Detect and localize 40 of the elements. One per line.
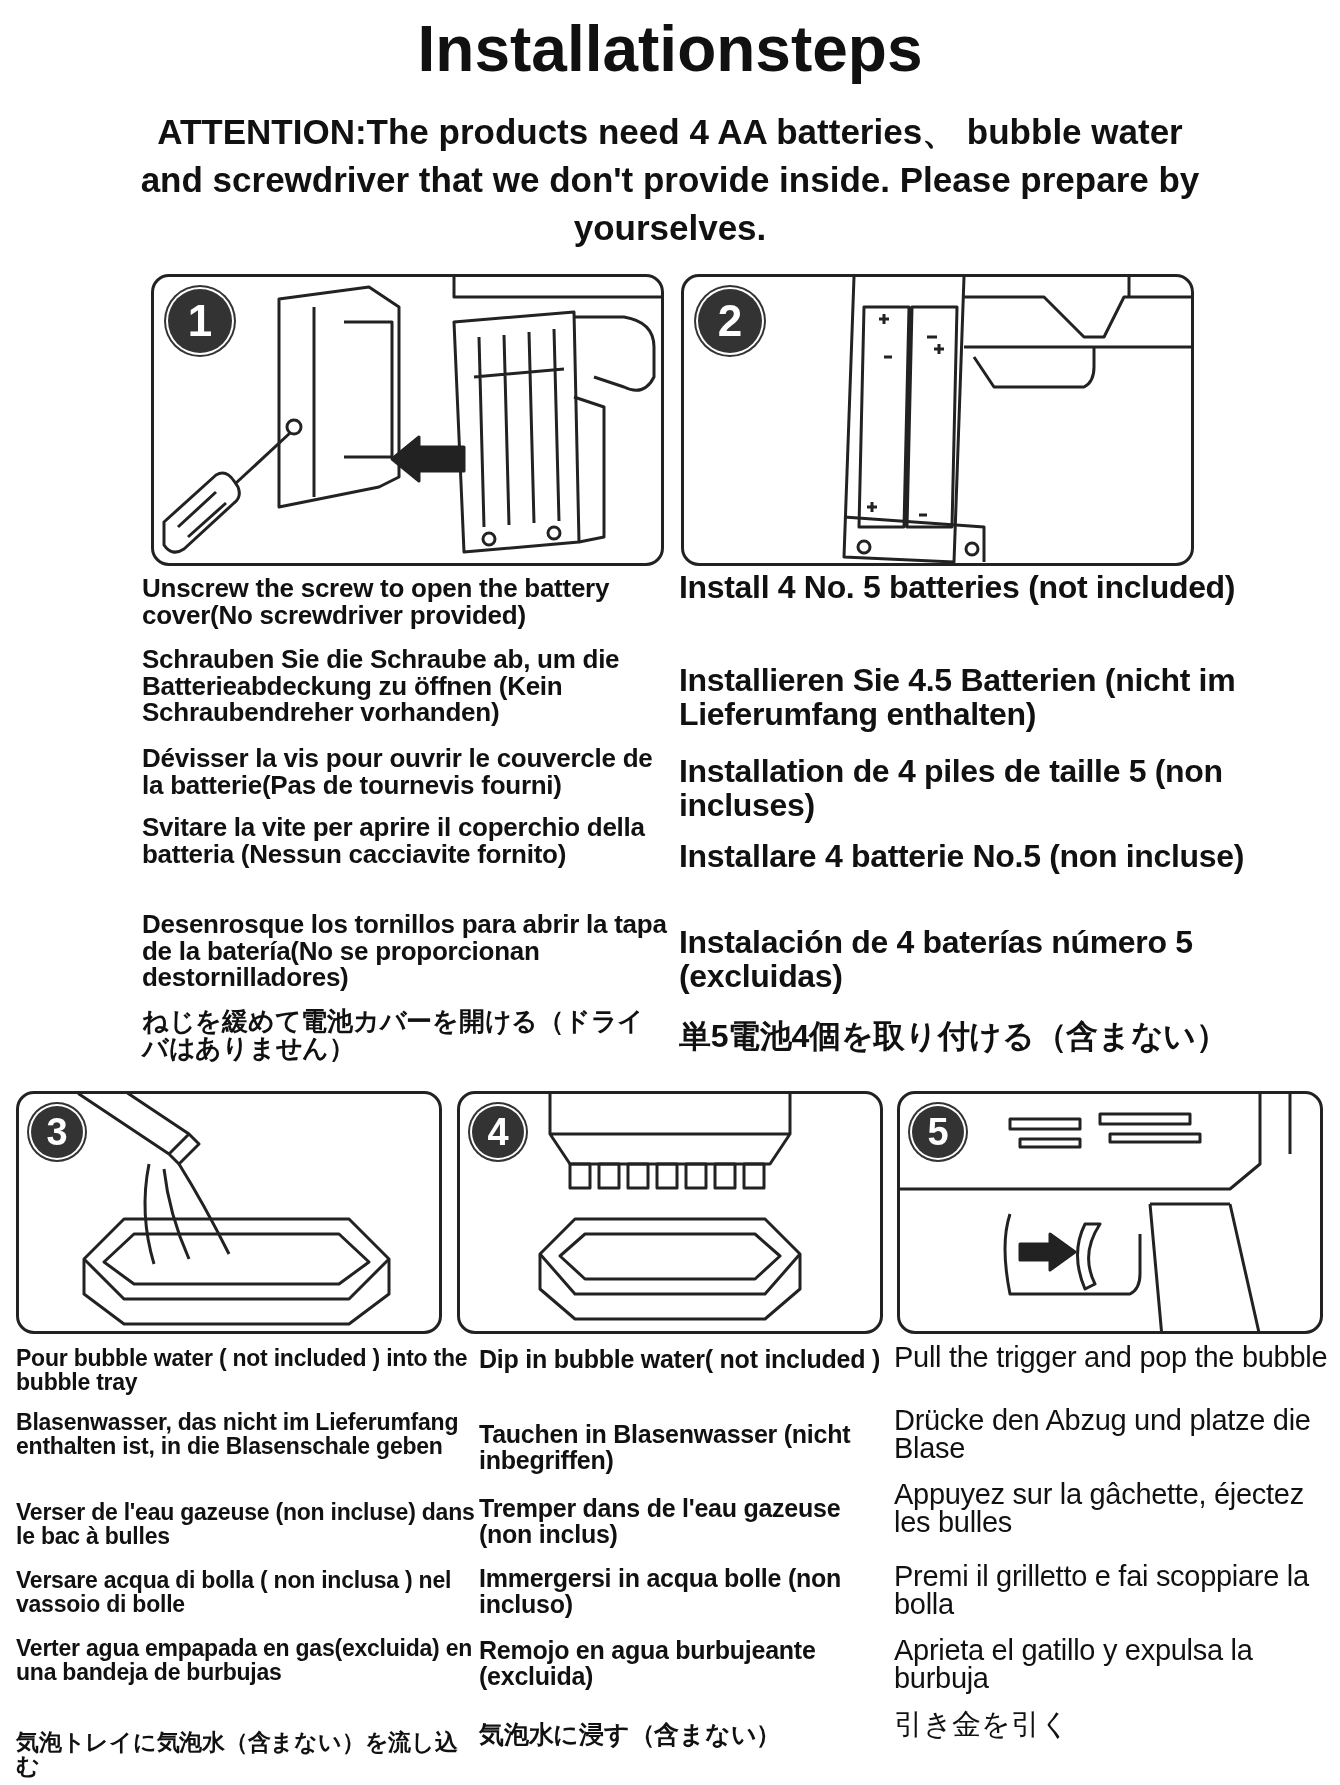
instruction-text: Drücke den Abzug und platze die Blase: [894, 1406, 1312, 1463]
instruction-text: Instalación de 4 baterías número 5 (excluidas): [679, 926, 1194, 994]
instruction-text: Blasenwasser, das nicht im Lieferumfang enthalten ist, in die Blasenschale geben: [16, 1410, 460, 1459]
instruction-text: Svitare la vite per aprire il coperchio della batteria (Nessun cacciavite fornito): [142, 814, 646, 868]
instruction-text: Remojo en agua burbujeante (excluida): [479, 1637, 817, 1690]
instruction-text: Dévisser la vis pour ouvrir le couvercle de la batterie(Pas de tournevis fourni): [142, 745, 654, 799]
instruction-text: Tremper dans de l'eau gazeuse (non inclus): [479, 1495, 842, 1548]
instruction-text: Dip in bubble water( not included ): [479, 1346, 881, 1373]
instruction-text: ねじを緩めて電池カバーを開ける（ドライバはありません）: [142, 1008, 646, 1062]
step-number-badge: 1: [168, 289, 232, 353]
illustration-panel: [681, 274, 1194, 566]
step-number-badge: 2: [698, 289, 762, 353]
instruction-text: 単5電池4個を取り付ける（含まない）: [679, 1020, 1229, 1054]
instruction-text: 気泡水に浸す（含まない）: [479, 1721, 782, 1748]
instruction-text: Verter agua empapada en gas(excluida) en una bandeja de burbujas: [16, 1636, 474, 1685]
step-number-badge: 4: [472, 1106, 524, 1158]
instruction-text: Unscrew the screw to open the battery cover(No screwdriver provided): [142, 575, 611, 629]
instruction-text: Premi il grilletto e fai scoppiare la bolla: [894, 1562, 1310, 1619]
instruction-text: Versare acqua di bolla ( non inclusa ) nel vassoio di bolle: [16, 1568, 453, 1617]
instruction-text: Install 4 No. 5 batteries (not included): [679, 571, 1237, 605]
instruction-text: 気泡トレイに気泡水（含まない）を流し込む: [16, 1730, 459, 1779]
instruction-text: Installieren Sie 4.5 Batterien (nicht im Lieferumfang enthalten): [679, 664, 1237, 732]
instruction-text: 引き金を引く: [894, 1710, 1071, 1739]
instruction-text: Verser de l'eau gazeuse (non incluse) dans le bac à bulles: [16, 1500, 476, 1549]
notice-text: ATTENTION:The products need 4 AA batteries、 bubble water and screwdriver that we don't provide inside. Please prepare by yourselves.: [139, 111, 1201, 249]
instruction-text: Appuyez sur la gâchette, éjectez les bulles: [894, 1480, 1305, 1537]
illustration-panel: [16, 1091, 442, 1334]
instruction-text: Tauchen in Blasenwasser (nicht inbegriffen): [479, 1421, 852, 1474]
instruction-text: Pull the trigger and pop the bubble: [894, 1343, 1329, 1372]
step-number-badge: 5: [912, 1106, 964, 1158]
step-number-badge: 3: [31, 1106, 83, 1158]
illustration-panel: [457, 1091, 883, 1334]
instruction-text: Immergersi in acqua bolle (non incluso): [479, 1565, 843, 1618]
title: Installationsteps: [416, 14, 924, 85]
instruction-text: Desenrosque los tornillos para abrir la tapa de la batería(No se proporcionan destornilladores): [142, 911, 667, 991]
instruction-text: Installation de 4 piles de taille 5 (non incluses): [679, 755, 1224, 823]
instruction-text: Installare 4 batterie No.5 (non incluse): [679, 840, 1246, 874]
instruction-text: Aprieta el gatillo y expulsa la burbuja: [894, 1636, 1254, 1693]
instruction-text: Pour bubble water ( not included ) into the bubble tray: [16, 1346, 469, 1395]
instruction-text: Schrauben Sie die Schraube ab, um die Batterieabdeckung zu öffnen (Kein Schraubendreher vorhanden): [142, 646, 621, 726]
